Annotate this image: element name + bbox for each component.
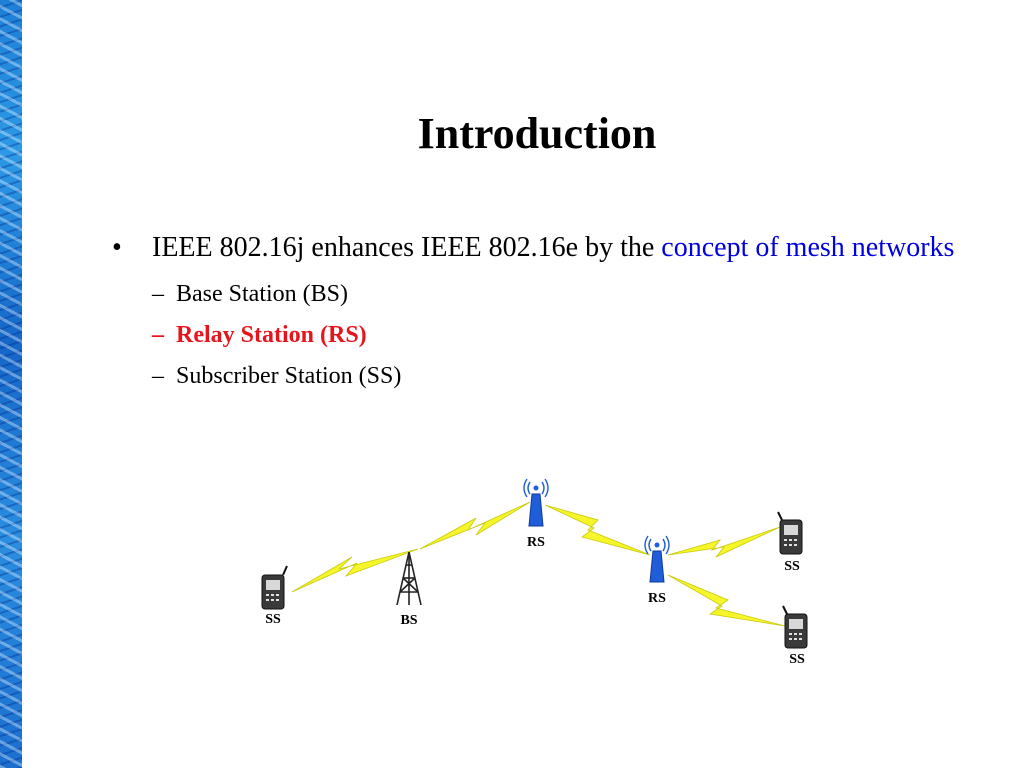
relay-station-antenna-icon xyxy=(523,478,549,527)
sub-item-relay-station: – Relay Station (RS) xyxy=(152,315,982,356)
bullet-text-plain: IEEE 802.16j enhances IEEE 802.16e by th… xyxy=(152,232,662,263)
decorative-side-strip xyxy=(0,0,22,768)
wireless-link-rs-ss-bottom xyxy=(667,574,786,627)
sub-item-label: Subscriber Station (SS) xyxy=(176,363,402,389)
sub-item-subscriber-station: – Subscriber Station (SS) xyxy=(152,356,982,397)
node-label-bs: BS xyxy=(400,613,418,628)
sub-marker: – xyxy=(152,322,164,348)
wireless-link-bs-rs xyxy=(419,501,531,550)
node-label-ss-left: SS xyxy=(265,612,281,627)
node-label-ss-top-right: SS xyxy=(784,559,800,574)
wireless-link-rs-ss-top xyxy=(667,526,781,558)
relay-station-antenna-icon xyxy=(644,535,670,583)
sub-item-label: Base Station (BS) xyxy=(176,281,348,307)
bullet-list: • IEEE 802.16j enhances IEEE 802.16e by … xyxy=(112,228,982,397)
bullet-marker: • xyxy=(112,232,122,263)
sub-item-base-station: – Base Station (BS) xyxy=(152,274,982,315)
base-station-tower-icon xyxy=(396,551,422,606)
node-label-rs-mid: RS xyxy=(648,591,666,606)
bullet-text-highlight: concept of mesh networks xyxy=(661,232,955,263)
node-label-rs-top: RS xyxy=(527,535,545,550)
sub-marker: – xyxy=(152,281,164,307)
node-label-ss-bottom-right: SS xyxy=(789,652,805,667)
sub-list: – Base Station (BS) – Relay Station (RS)… xyxy=(152,274,982,397)
sub-item-label: Relay Station (RS) xyxy=(176,322,367,348)
sub-marker: – xyxy=(152,363,164,389)
subscriber-phone-icon xyxy=(261,565,288,610)
subscriber-phone-icon xyxy=(777,511,803,555)
bullet-text: IEEE 802.16j enhances IEEE 802.16e by th… xyxy=(152,228,982,268)
wireless-link-rs-rs xyxy=(544,504,651,556)
bullet-item: • IEEE 802.16j enhances IEEE 802.16e by … xyxy=(112,228,982,268)
slide-title: Introduction xyxy=(417,109,657,158)
wireless-link-ss-bs xyxy=(291,548,419,593)
subscriber-phone-icon xyxy=(782,605,808,649)
